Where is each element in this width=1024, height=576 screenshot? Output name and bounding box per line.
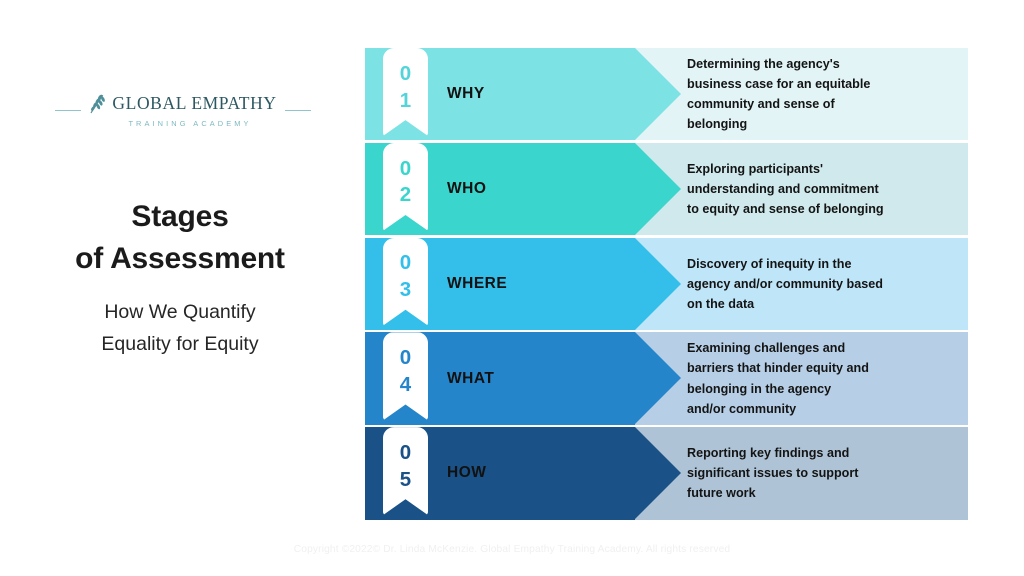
- stage-number-digit-bottom-03: 3: [399, 278, 412, 302]
- stage-arrow-01[interactable]: 0 1 WHY: [365, 48, 681, 141]
- page-title: Stages of Assessment: [75, 200, 285, 275]
- logo-name: GLOBAL EMPATHY: [112, 93, 277, 114]
- stage-arrow-02[interactable]: 0 2 WHO: [365, 142, 681, 236]
- stage-description-02: Exploring participants' understanding an…: [687, 161, 884, 217]
- stage-row-01: Determining the agency's business case f…: [365, 48, 968, 141]
- headline-block: Stages of Assessment How We Quantify Equ…: [0, 196, 360, 360]
- stage-label-05: HOW: [447, 464, 487, 482]
- stage-arrow-tip-02: [635, 142, 681, 235]
- stage-label-03: WHERE: [447, 274, 508, 292]
- stage-panel-05: Reporting key findings and significant i…: [635, 427, 968, 520]
- stage-number-digit-top-03: 0: [399, 251, 412, 275]
- stage-row-02: Exploring participants' understanding an…: [365, 142, 968, 236]
- stage-label-01: WHY: [447, 85, 485, 103]
- brand-logo: GLOBAL EMPATHY TRAINING ACADEMY: [52, 88, 314, 132]
- stage-number-badge-03: 0 3: [383, 237, 428, 326]
- stage-panel-02: Exploring participants' understanding an…: [635, 142, 968, 236]
- footer-copyright: Copyright ©2022© Dr. Linda McKenzie. Glo…: [293, 544, 731, 555]
- stage-number-digit-top-04: 0: [399, 346, 412, 370]
- stage-panel-04: Examining challenges and barriers that h…: [635, 332, 968, 425]
- stage-number-digit-bottom-01: 1: [399, 88, 412, 112]
- stage-number-digit-top-01: 0: [399, 61, 412, 85]
- stage-row-03: Discovery of inequity in the agency and/…: [365, 237, 968, 330]
- stage-label-02: WHO: [447, 179, 487, 197]
- stage-panel-03: Discovery of inequity in the agency and/…: [635, 237, 968, 330]
- stage-row-05: Reporting key findings and significant i…: [365, 427, 968, 520]
- stage-arrow-03[interactable]: 0 3 WHERE: [365, 237, 681, 330]
- stage-arrow-05[interactable]: 0 5 HOW: [365, 427, 681, 520]
- logo-divider-left: [55, 109, 82, 111]
- stage-number-digit-top-02: 0: [399, 156, 412, 180]
- stage-arrow-tip-05: [635, 427, 681, 520]
- stage-number-digit-bottom-05: 5: [399, 467, 412, 491]
- wheat-branch-icon: [91, 94, 106, 113]
- stage-description-03: Discovery of inequity in the agency and/…: [687, 256, 883, 311]
- stage-arrow-04[interactable]: 0 4 WHAT: [365, 332, 681, 425]
- stage-number-badge-02: 0 2: [383, 142, 428, 231]
- logo-wordmark: GLOBAL EMPATHY TRAINING ACADEMY: [87, 93, 276, 127]
- stage-number-digit-top-05: 0: [399, 440, 412, 464]
- stage-number-digit-bottom-02: 2: [399, 183, 412, 207]
- stage-arrow-tip-04: [635, 332, 681, 425]
- stage-number-badge-01: 0 1: [383, 48, 428, 136]
- logo-divider-right: [284, 109, 311, 111]
- stage-description-05: Reporting key findings and significant i…: [687, 446, 859, 501]
- stage-label-04: WHAT: [447, 369, 495, 387]
- page-subtitle: How We Quantify Equality for Equity: [101, 301, 259, 355]
- stage-number-badge-04: 0 4: [383, 332, 428, 421]
- stage-description-01: Determining the agency's business case f…: [687, 56, 871, 132]
- left-column: GLOBAL EMPATHY TRAINING ACADEMY Stages o…: [0, 0, 360, 576]
- stage-panel-01: Determining the agency's business case f…: [635, 48, 968, 141]
- stage-description-04: Examining challenges and barriers that h…: [687, 341, 869, 416]
- stage-arrow-tip-03: [635, 237, 681, 330]
- stage-arrow-tip-01: [635, 48, 681, 140]
- stage-number-badge-05: 0 5: [383, 427, 428, 516]
- logo-top-line: GLOBAL EMPATHY: [87, 93, 276, 115]
- logo-tagline: TRAINING ACADEMY: [128, 118, 252, 128]
- stage-number-digit-bottom-04: 4: [399, 372, 412, 396]
- stages-diagram: Determining the agency's business case f…: [365, 48, 968, 520]
- stage-row-04: Examining challenges and barriers that h…: [365, 332, 968, 425]
